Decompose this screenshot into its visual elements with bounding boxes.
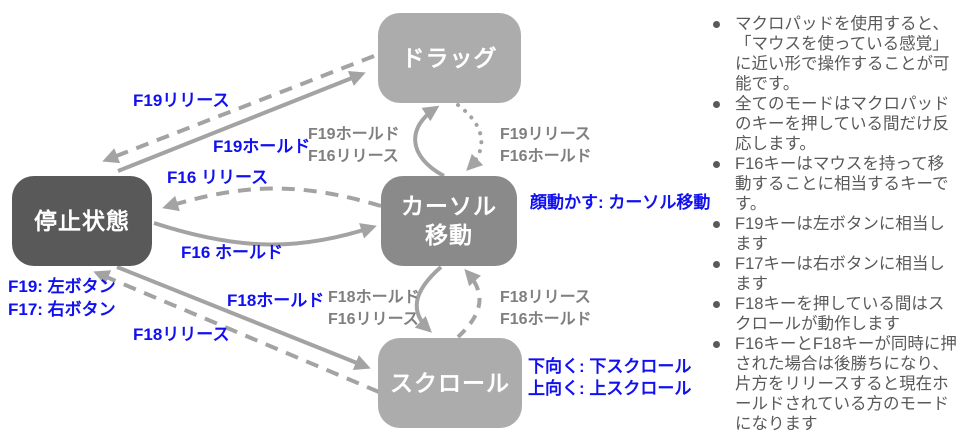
list-item: 全てのモードはマクロパッドのキーを押している間だけ反応します。 — [710, 94, 960, 154]
note-text: F16キーはマウスを持って移動することに相当するキーです。 — [735, 155, 949, 213]
edge-label-f16-hold: F16 ホールド — [181, 243, 284, 262]
note-text: 全てのモードはマクロパッドのキーを押している間だけ反応します。 — [735, 95, 950, 153]
note-text: F19キーは左ボタンに相当します — [735, 215, 945, 253]
list-item: F19キーは左ボタンに相当します — [710, 214, 960, 254]
notes-bullet-list: マクロパッドを使用すると、「マウスを使っている感覚」に近い形で操作することが可能… — [710, 14, 960, 434]
bullet-icon — [713, 21, 720, 28]
state-scroll: スクロール — [378, 338, 522, 428]
arrow-drag-to-stop-dashed — [102, 54, 375, 164]
edge-label-f19-release: F19リリース — [133, 91, 230, 110]
edge-label-f19-hold: F19ホールド — [213, 137, 311, 156]
state-drag-label: ドラッグ — [401, 44, 498, 71]
arrow-cursor-to-stop-dashed — [162, 186, 382, 212]
state-drag: ドラッグ — [378, 13, 521, 103]
bullet-icon — [713, 221, 720, 228]
state-cursor-move: カーソル 移動 — [381, 176, 517, 266]
bullet-icon — [713, 301, 720, 308]
list-item: マクロパッドを使用すると、「マウスを使っている感覚」に近い形で操作することが可能… — [710, 14, 960, 94]
scroll-note-down: 下向く: 下スクロール — [528, 357, 692, 376]
edge-label-f16-release: F16 リリース — [167, 168, 269, 187]
edge-label-f18-hold: F18ホールド — [227, 291, 325, 310]
list-item: F16キーはマウスを持って移動することに相当するキーです。 — [710, 154, 960, 214]
state-scroll-label: スクロール — [390, 369, 510, 396]
bullet-icon — [713, 161, 720, 168]
arrow-stop-to-scroll-solid — [116, 265, 371, 370]
edge-label-cursor-to-scroll-line2: F16リリース — [328, 311, 419, 328]
note-text: F16キーとF18キーが同時に押された場合は後勝ちになり、片方をリリースすると現… — [735, 335, 957, 433]
note-text: F18キーを押している間はスクロールが動作します — [735, 295, 945, 333]
list-item: F17キーは右ボタンに相当します — [710, 254, 960, 294]
edge-label-cursor-to-drag: F19ホールド F16リリース — [308, 124, 400, 168]
arrow-cursor-to-drag-solid — [413, 105, 445, 178]
arrow-stop-to-cursor-solid — [153, 221, 377, 247]
arrow-scroll-to-cursor-dashed — [456, 269, 482, 339]
list-item: F18キーを押している間はスクロールが動作します — [710, 294, 960, 334]
transition-arrows — [93, 54, 484, 394]
edge-label-cursor-to-scroll-line1: F18ホールド — [328, 289, 420, 306]
edge-label-scroll-to-cursor-line2: F16ホールド — [500, 311, 592, 328]
note-text: マクロパッドを使用すると、「マウスを使っている感覚」に近い形で操作することが可能… — [735, 15, 950, 93]
edge-label-scroll-to-cursor: F18リリース F16ホールド — [500, 287, 592, 331]
edge-label-cursor-to-scroll: F18ホールド F16リリース — [328, 287, 420, 331]
legend-f17-right-button: F17: 右ボタン — [8, 300, 116, 319]
state-cursor-label-line1: カーソル — [401, 193, 497, 219]
cursor-move-note: 顔動かす: カーソル移動 — [530, 193, 711, 212]
edge-label-f18-release: F18リリース — [133, 325, 230, 344]
bullet-icon — [713, 341, 720, 348]
arrow-drag-to-cursor-dotted — [456, 103, 484, 171]
arrow-scroll-to-stop-dashed — [93, 270, 380, 394]
scroll-note: 下向く: 下スクロール 上向く: 上スクロール — [528, 356, 691, 400]
legend-f19-left-button: F19: 左ボタン — [8, 277, 116, 296]
edge-label-drag-to-cursor-line1: F19リリース — [500, 126, 591, 143]
bullet-icon — [713, 261, 720, 268]
bullet-icon — [713, 101, 720, 108]
list-item: F16キーとF18キーが同時に押された場合は後勝ちになり、片方をリリースすると現… — [710, 334, 960, 434]
edge-label-cursor-to-drag-line1: F19ホールド — [308, 126, 400, 143]
state-cursor-label-line2: 移動 — [425, 222, 473, 248]
button-legend: F19: 左ボタン F17: 右ボタン — [8, 275, 116, 321]
edge-label-drag-to-cursor: F19リリース F16ホールド — [500, 124, 592, 168]
state-stop-label: 停止状態 — [34, 207, 130, 234]
arrow-cursor-to-scroll-solid — [414, 265, 443, 333]
scroll-note-up: 上向く: 上スクロール — [528, 379, 692, 398]
arrow-stop-to-drag-solid — [117, 70, 366, 173]
state-stop: 停止状態 — [12, 176, 152, 266]
edge-label-cursor-to-drag-line2: F16リリース — [308, 148, 399, 165]
note-text: F17キーは右ボタンに相当します — [735, 255, 945, 293]
edge-label-drag-to-cursor-line2: F16ホールド — [500, 148, 592, 165]
edge-label-scroll-to-cursor-line1: F18リリース — [500, 289, 591, 306]
